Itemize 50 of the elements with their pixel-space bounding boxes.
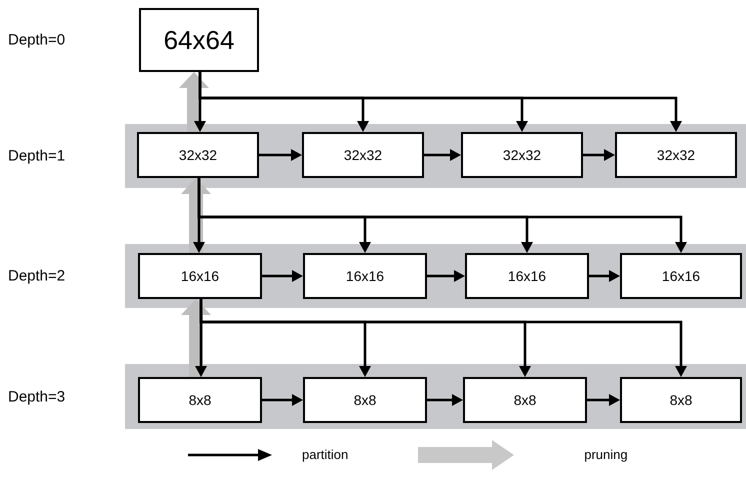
partition-arrow <box>262 394 303 406</box>
size-label: 8x8 <box>354 393 376 407</box>
partition-arrow <box>198 72 682 132</box>
block-box <box>139 8 259 72</box>
block-box <box>137 132 259 178</box>
size-label: 8x8 <box>188 393 212 407</box>
legend-label: pruning <box>584 446 628 464</box>
partition-arrow <box>200 299 687 377</box>
depth-label: Depth=2 <box>8 268 66 284</box>
size-label: 16x16 <box>180 269 220 283</box>
depth-band <box>125 244 746 308</box>
depth-label: Depth=3 <box>8 390 66 404</box>
block-box <box>461 132 583 178</box>
block-box <box>620 253 742 299</box>
partition-arrow <box>198 178 687 253</box>
block-box <box>138 253 262 299</box>
size-label: 32x32 <box>656 148 696 162</box>
size-label: 32x32 <box>178 148 218 162</box>
partition-arrow <box>424 149 461 161</box>
partition-arrow <box>427 394 463 406</box>
block-box <box>615 132 737 178</box>
pruning-arrow <box>179 72 209 132</box>
partition-arrow <box>583 149 615 161</box>
partition-arrow <box>262 270 303 282</box>
size-label: 8x8 <box>670 393 692 407</box>
block-box <box>465 253 589 299</box>
block-box <box>138 377 262 423</box>
block-box <box>620 377 742 423</box>
pruning-arrow <box>181 178 211 253</box>
size-label: 16x16 <box>346 269 384 283</box>
size-label: 64x64 <box>164 27 234 53</box>
size-label: 32x32 <box>502 148 542 162</box>
block-box <box>302 132 424 178</box>
block-box <box>303 377 427 423</box>
size-label: 16x16 <box>508 269 546 283</box>
depth-band <box>125 364 746 429</box>
depth-band <box>125 124 746 188</box>
partition-arrow <box>427 270 465 282</box>
depth-label: Depth=1 <box>8 148 66 164</box>
size-label: 16x16 <box>662 269 700 283</box>
partition-arrow <box>589 270 620 282</box>
size-label: 32x32 <box>344 148 382 162</box>
depth-label: Depth=0 <box>8 32 66 48</box>
partition-arrow <box>259 149 302 161</box>
block-box <box>303 253 427 299</box>
partition-arrow <box>587 394 620 406</box>
legend-label: partition <box>302 446 348 464</box>
block-box <box>463 377 587 423</box>
pruning-arrow <box>181 299 211 377</box>
size-label: 8x8 <box>514 393 536 407</box>
